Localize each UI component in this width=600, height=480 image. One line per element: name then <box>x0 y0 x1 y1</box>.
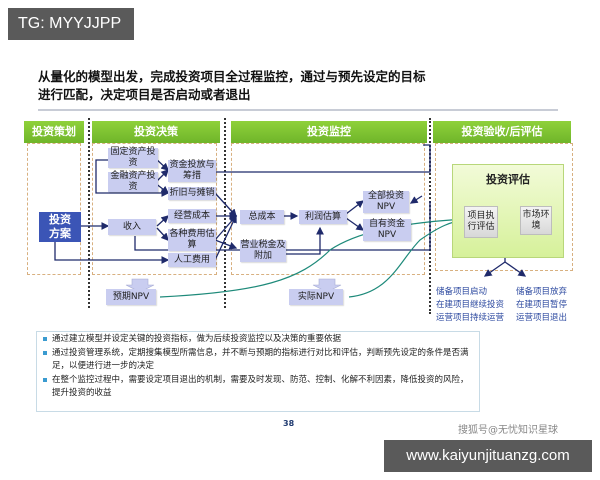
revenue-box: 收入 <box>108 219 156 235</box>
phase-header-decision: 投资决策 <box>92 121 220 143</box>
url-watermark-badge: www.kaiyunjituanzg.com <box>384 440 592 472</box>
evaluation-panel <box>435 143 573 271</box>
slide-headline: 从量化的模型出发，完成投资项目全过程监控，通过与预先设定的目标 进行匹配，决定项… <box>38 68 558 104</box>
project-execution-evaluation-box: 项目执行评估 <box>464 206 498 238</box>
outcome-item: 在建项目继续投资 <box>436 300 505 310</box>
actual-npv-box: 实际NPV <box>289 289 343 305</box>
page-number: 38 <box>283 419 295 428</box>
own-capital-npv-box: 自有资金NPV <box>363 219 411 241</box>
go-outcomes-list: 储备项目启动 在建项目继续投资 运营项目持续运营 <box>436 286 504 325</box>
decision-panel <box>92 143 217 275</box>
phase-separator <box>88 118 90 308</box>
sohu-watermark: 搜狐号@无忧知识星球 <box>458 425 558 436</box>
phase-header-planning: 投资策划 <box>24 121 84 143</box>
planning-panel <box>27 143 81 275</box>
note-item: 通过建立模型并设定关键的投资指标，做为后续投资监控以及决策的重要依据 <box>43 333 473 347</box>
investment-plan-box: 投资 方案 <box>39 212 81 242</box>
phase-separator <box>224 118 226 308</box>
fixed-asset-investment-box: 固定资产投资 <box>108 147 158 168</box>
evaluation-title: 投资评估 <box>486 173 530 186</box>
financial-asset-investment-box: 金融资产投资 <box>108 171 158 192</box>
outcome-item: 运营项目持续运营 <box>436 313 505 323</box>
outcome-item: 在建项目暂停 <box>516 300 568 310</box>
headline-line-1: 从量化的模型出发，完成投资项目全过程监控，通过与预先设定的目标 <box>38 69 426 84</box>
notes-box: 通过建立模型并设定关键的投资指标，做为后续投资监控以及决策的重要依据 通过投资管… <box>36 331 480 412</box>
total-investment-npv-box: 全部投资NPV <box>363 191 409 213</box>
headline-divider <box>38 109 558 111</box>
stop-outcomes-list: 储备项目放弃 在建项目暂停 运营项目退出 <box>516 286 567 325</box>
phase-header-monitoring: 投资监控 <box>231 121 427 143</box>
headline-line-2: 进行匹配，决定项目是否启动或者退出 <box>38 87 251 102</box>
depreciation-box: 折旧与摊销 <box>168 187 216 200</box>
operating-cost-box: 经营成本 <box>168 209 216 223</box>
note-item: 通过投资管理系统，定期搜集模型所需信息，并不断与预期的指标进行对比和评估，判断预… <box>43 347 473 374</box>
total-cost-box: 总成本 <box>240 210 284 224</box>
expected-npv-box: 预期NPV <box>106 289 156 305</box>
tg-watermark-badge: TG: MYYJJPP <box>8 8 134 40</box>
phase-header-evaluation: 投资验收/后评估 <box>433 121 571 143</box>
outcome-item: 运营项目退出 <box>516 313 568 323</box>
business-tax-box: 营业税金及附加 <box>240 240 286 262</box>
various-costs-box: 各种费用估算 <box>168 229 216 251</box>
outcome-item: 储备项目启动 <box>436 287 488 297</box>
profit-estimate-box: 利润估算 <box>299 210 347 224</box>
note-item: 在整个监控过程中，需要设定项目退出的机制，需要及时发现、防范、控制、化解不利因素… <box>43 374 473 401</box>
investment-evaluation-panel: 投资评估 项目执行评估 市场环境 <box>452 164 564 258</box>
outcome-item: 储备项目放弃 <box>516 287 568 297</box>
market-environment-box: 市场环境 <box>520 206 552 235</box>
labor-cost-box: 人工费用 <box>168 253 216 267</box>
fund-release-box: 资金投放与筹措 <box>168 160 216 182</box>
